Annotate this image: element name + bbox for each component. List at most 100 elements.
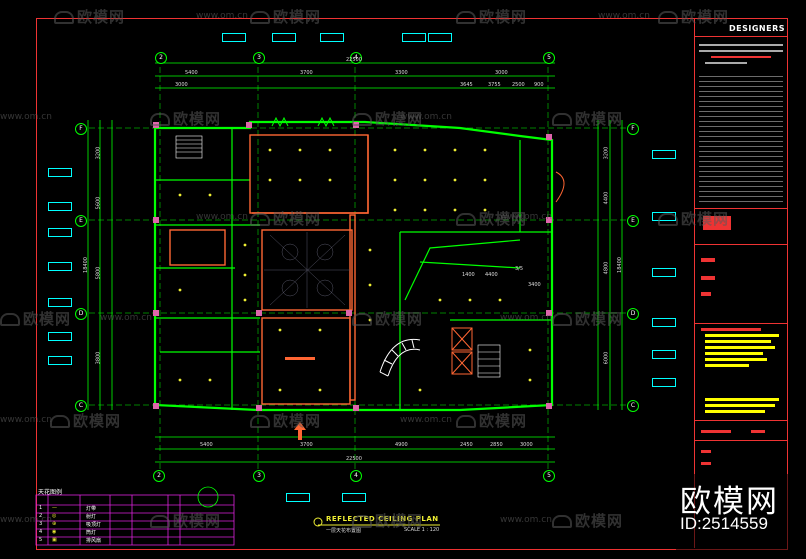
legend-row-no: 5	[39, 537, 43, 543]
dim-bottom-total: 22500	[346, 456, 362, 462]
dim-bottom-4: 2450	[460, 442, 473, 448]
dim-inner-2: 4400	[485, 272, 498, 278]
legend-row-symbol: ⊕	[52, 521, 57, 527]
dim-top-8: 2500	[512, 82, 525, 88]
grid-col-4-top: 4	[350, 52, 362, 64]
section-tag	[652, 350, 676, 359]
title-block-yellow-bar	[705, 358, 767, 361]
legend-row-symbol: ▣	[52, 537, 57, 543]
grid-row-c-right: C	[627, 400, 639, 412]
brand-badge: 欧模网 ID:2514559	[676, 474, 804, 556]
title-block-divider	[695, 244, 787, 245]
drawing-scale: SCALE 1 : 120	[404, 527, 440, 533]
watermark-url: www.om.cn	[500, 515, 552, 525]
dim-right-4: 6000	[603, 351, 610, 365]
legend-title: 天花图例	[38, 489, 63, 496]
title-block-logo-bar	[699, 50, 783, 52]
grid-col-3-top: 3	[253, 52, 265, 64]
title-block-mark	[701, 462, 711, 465]
grid-row-d-left: D	[75, 308, 87, 320]
watermark-url: www.om.cn	[196, 11, 248, 21]
grid-row-e-right: E	[627, 215, 639, 227]
section-tag	[48, 298, 72, 307]
section-tag	[222, 33, 246, 42]
dim-top-4: 3000	[495, 70, 508, 76]
title-block-yellow-bar	[705, 352, 763, 355]
title-block-yellow-bar	[705, 364, 749, 367]
title-block: DESIGNERS	[694, 18, 787, 548]
dim-top-1: 5400	[185, 70, 198, 76]
legend-table: 1 — 灯带 2 ◎ 射灯 3 ⊕ 吸顶灯 4 ◉ 筒灯 5 ▣ 排风扇	[36, 505, 234, 545]
section-tag	[286, 493, 310, 502]
section-tag	[652, 378, 676, 387]
dim-inner-3: 3400	[528, 282, 541, 288]
section-tag	[48, 332, 72, 341]
grid-col-2-bottom: 2	[153, 470, 165, 482]
brand-badge-id: ID:2514559	[680, 514, 768, 533]
title-block-mark	[751, 430, 765, 433]
watermark-url: www.om.cn	[400, 112, 452, 122]
dim-bottom-3: 4900	[395, 442, 408, 448]
title-block-mark	[701, 292, 711, 296]
section-tag	[320, 33, 344, 42]
title-block-mark	[701, 430, 731, 433]
brand-badge-name: 欧模网	[680, 484, 779, 520]
legend-row-name: 筒灯	[86, 530, 97, 536]
legend-row-name: 吸顶灯	[86, 522, 102, 528]
section-tag	[48, 168, 72, 177]
section-tag	[652, 212, 676, 221]
title-block-divider	[695, 440, 787, 441]
dim-top-7: 3755	[488, 82, 501, 88]
section-tag	[48, 202, 72, 211]
grid-col-5-bottom: 5	[543, 470, 555, 482]
title-block-divider	[695, 36, 787, 37]
section-tag	[48, 356, 72, 365]
dim-left-1: 3200	[95, 146, 102, 160]
section-tag	[428, 33, 452, 42]
title-block-logo-bar	[699, 44, 783, 46]
title-block-divider	[695, 208, 787, 209]
drawing-title: REFLECTED CEILING PLAN	[326, 515, 439, 523]
dim-right-2: 4400	[603, 191, 610, 205]
title-block-logo-bar	[705, 62, 747, 64]
watermark-url: www.om.cn	[0, 112, 52, 122]
dim-right-total: 18400	[616, 257, 623, 273]
legend-row-symbol: ◉	[52, 529, 57, 535]
watermark-url: www.om.cn	[500, 313, 552, 323]
section-tag	[48, 228, 72, 237]
grid-row-f-right: F	[627, 123, 639, 135]
section-tag	[272, 33, 296, 42]
legend-row-symbol: ◎	[52, 513, 57, 519]
dim-bottom-2: 3700	[300, 442, 313, 448]
title-block-name-mark	[703, 216, 731, 230]
title-block-yellow-bar	[705, 334, 779, 337]
title-block-header: DESIGNERS	[729, 24, 785, 33]
section-tag	[48, 262, 72, 271]
grid-row-e-left: E	[75, 215, 87, 227]
watermark-url: www.om.cn	[0, 515, 52, 525]
dim-left-2: 5600	[95, 196, 102, 210]
dim-bottom-6: 3000	[520, 442, 533, 448]
watermark-url: www.om.cn	[500, 212, 552, 222]
watermark-url: www.om.cn	[196, 212, 248, 222]
grid-col-2-top: 2	[155, 52, 167, 64]
title-block-mark	[701, 450, 711, 453]
legend-row-no: 4	[39, 529, 43, 535]
title-block-yellow-bar	[705, 346, 775, 349]
dim-top-5: 3000	[175, 82, 188, 88]
legend-row-name: 排风扇	[86, 538, 102, 544]
title-block-mark	[701, 258, 715, 262]
section-tag	[342, 493, 366, 502]
dim-top-9: 900	[534, 82, 544, 88]
drawing-subtitle: 一层天花布置图	[326, 528, 362, 534]
legend-row-symbol: —	[52, 505, 57, 511]
dim-bottom-1: 5400	[200, 442, 213, 448]
sheet-border	[36, 18, 788, 550]
grid-row-d-right: D	[627, 308, 639, 320]
title-block-mark	[701, 328, 761, 331]
dim-left-total: 18400	[82, 257, 89, 273]
dim-left-4: 3800	[95, 351, 102, 365]
watermark-url: www.om.cn	[0, 415, 52, 425]
section-tag	[652, 268, 676, 277]
